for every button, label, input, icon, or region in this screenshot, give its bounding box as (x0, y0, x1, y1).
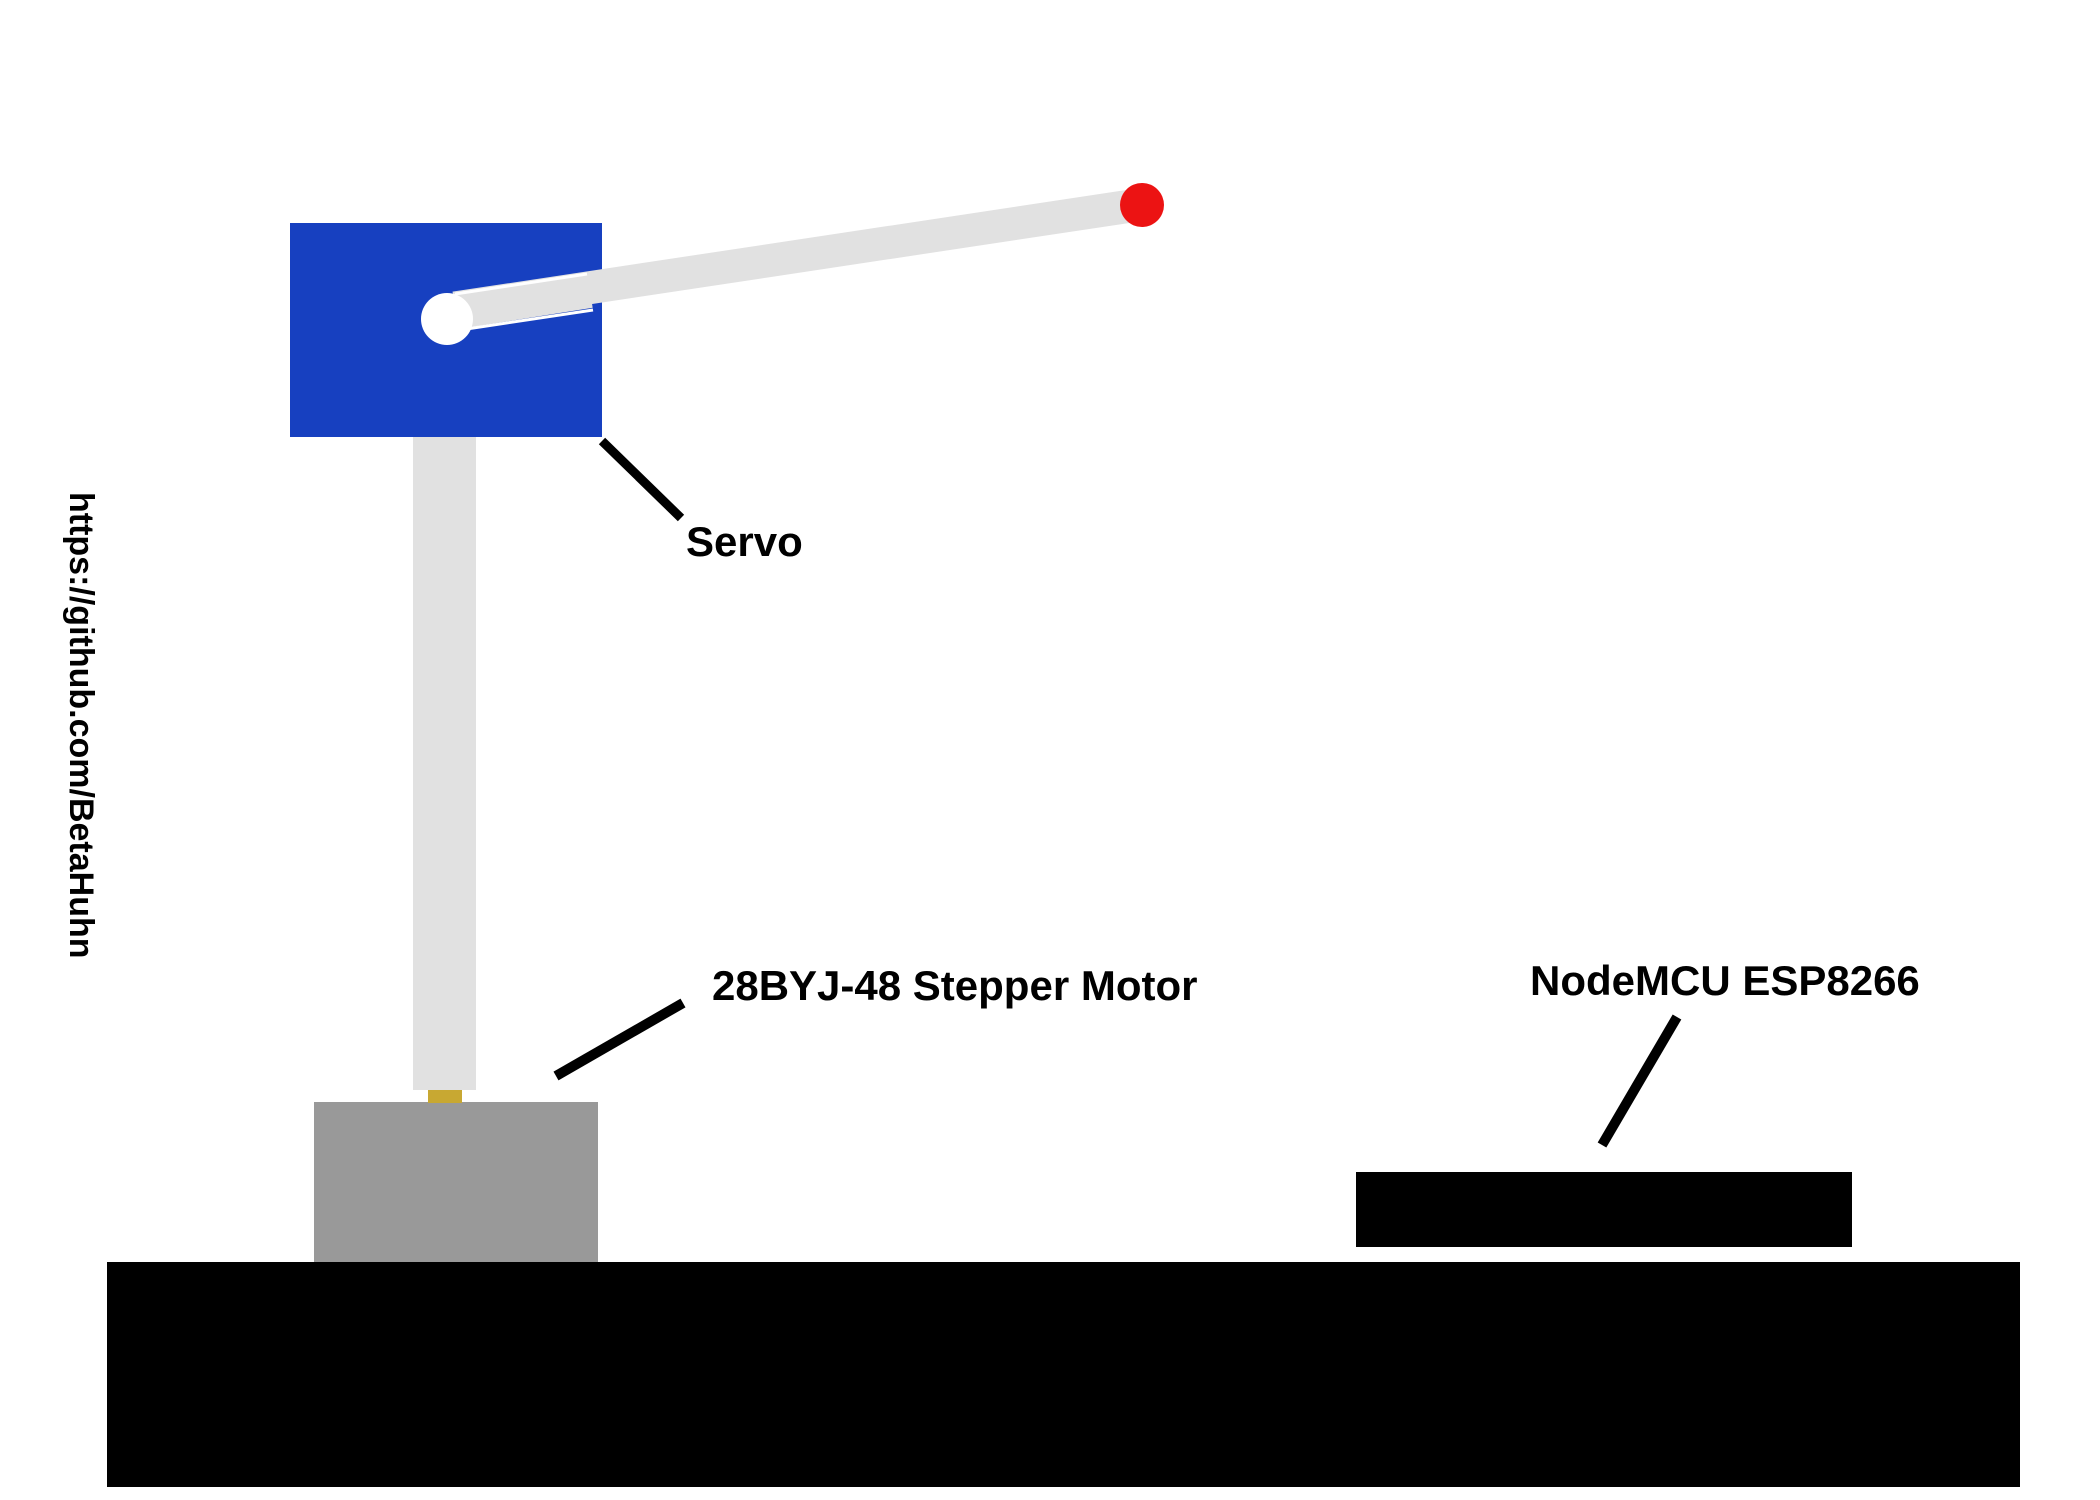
base-plate (107, 1262, 2020, 1487)
github-url-label: https://github.com/BetaHuhn (62, 492, 100, 959)
stepper-shaft (428, 1090, 462, 1103)
controller-leader-line (1597, 1014, 1682, 1148)
nodemcu-board (1356, 1172, 1852, 1247)
stepper-motor-label: 28BYJ-48 Stepper Motor (712, 962, 1197, 1009)
servo-horn-outline-bottom (459, 308, 594, 332)
servo-horn-outline-top (454, 272, 588, 296)
servo-leader-line (598, 437, 685, 522)
stepper-leader-line (553, 998, 686, 1081)
arm-tip-marker (1120, 183, 1164, 227)
pivot-joint (421, 293, 473, 345)
stepper-motor-body (314, 1102, 598, 1262)
servo-label: Servo (686, 518, 803, 565)
controller-label: NodeMCU ESP8266 (1530, 957, 1920, 1004)
vertical-arm (413, 437, 476, 1090)
servo-horn (455, 274, 593, 329)
